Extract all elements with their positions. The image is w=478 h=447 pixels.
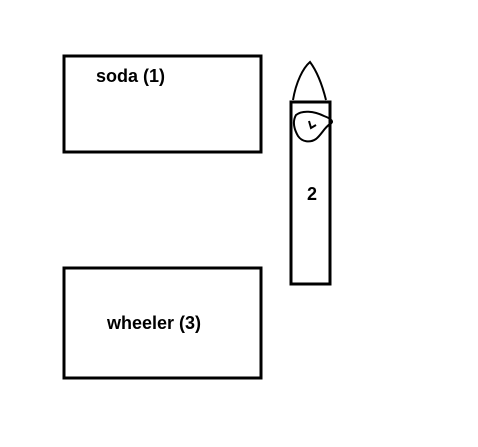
- wheeler-box-label: wheeler (3): [106, 313, 201, 333]
- tall-shape-check-marking: [308, 120, 317, 130]
- wheeler-box: wheeler (3): [62, 266, 263, 380]
- tall-shape-loop-marking: [292, 110, 333, 143]
- soda-box-outline: [62, 54, 263, 154]
- soda-box: soda (1): [62, 54, 263, 154]
- tall-shape-tip: [292, 60, 327, 101]
- tall-shape: 2: [289, 60, 333, 286]
- tall-shape-label: 2: [307, 184, 317, 204]
- tall-shape-body: [289, 100, 332, 286]
- wheeler-box-outline: [62, 266, 263, 380]
- soda-box-label: soda (1): [96, 66, 165, 86]
